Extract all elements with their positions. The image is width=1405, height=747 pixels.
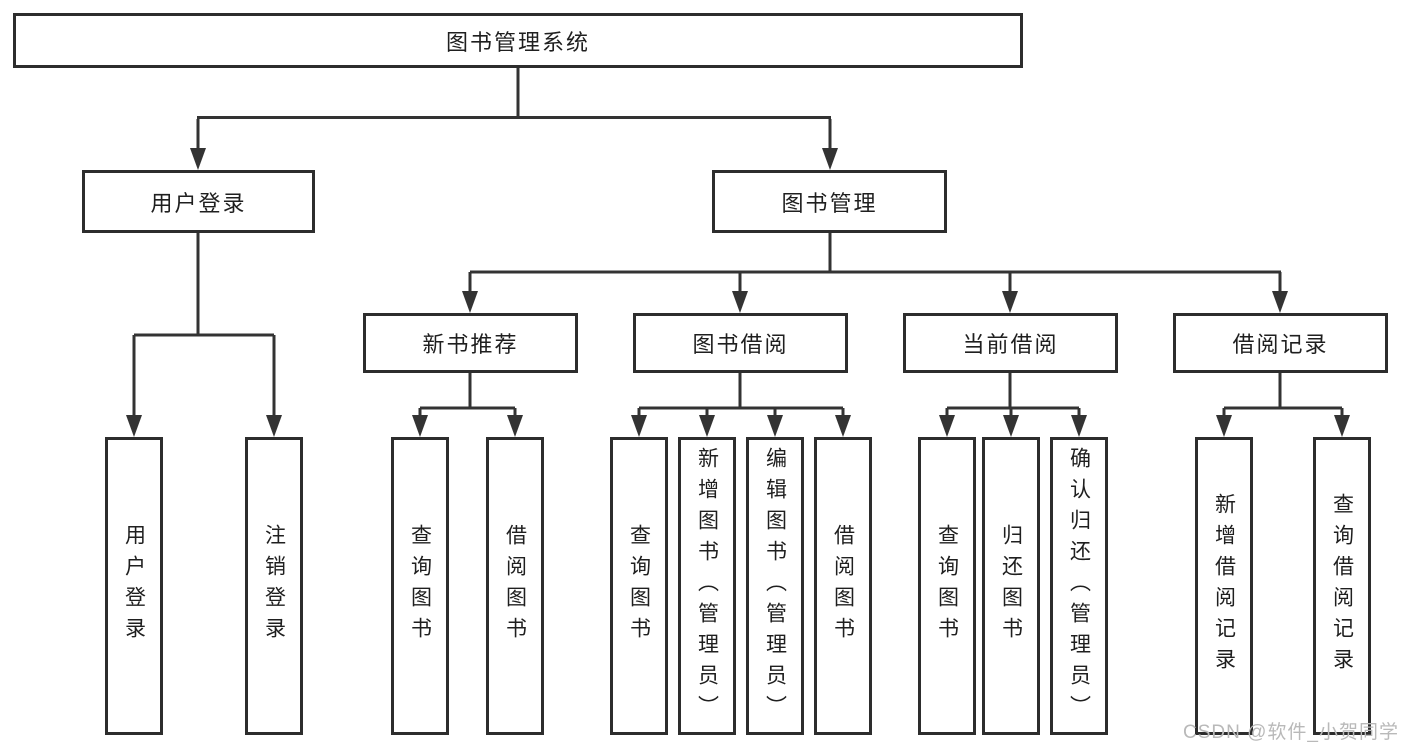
leaf-current-confirm-return-admin-label: 确认归还（管理员） [1067,446,1091,726]
node-book-management-label: 图书管理 [781,190,878,216]
node-root-label: 图书管理系统 [445,29,590,55]
leaf-newbook-query-books-label: 查询图书 [408,524,432,648]
leaf-newbook-borrow-books-label: 借阅图书 [503,524,527,648]
node-book-borrowing-label: 图书借阅 [692,332,789,357]
node-current-borrowing-label: 当前借阅 [962,332,1059,357]
leaf-current-return-books-label: 归还图书 [999,524,1023,648]
node-borrow-records: 借阅记录 [1173,313,1388,373]
node-book-borrowing: 图书借阅 [633,313,848,373]
leaf-newbook-query-books: 查询图书 [391,437,449,735]
leaf-borrowing-borrow-books-label: 借阅图书 [831,524,855,648]
node-root: 图书管理系统 [13,13,1023,68]
leaf-borrowing-query-books: 查询图书 [610,437,668,735]
leaf-logout: 注销登录 [245,437,303,735]
leaf-records-query-record: 查询借阅记录 [1313,437,1371,735]
leaf-borrowing-add-books-admin: 新增图书（管理员） [678,437,736,735]
leaf-borrowing-edit-books-admin: 编辑图书（管理员） [746,437,804,735]
leaf-current-confirm-return-admin: 确认归还（管理员） [1050,437,1108,735]
leaf-user-login-label: 用户登录 [122,524,146,648]
leaf-borrowing-query-books-label: 查询图书 [627,524,651,648]
leaf-borrowing-edit-books-admin-label: 编辑图书（管理员） [763,446,787,726]
node-user-login: 用户登录 [82,170,315,233]
node-current-borrowing: 当前借阅 [903,313,1118,373]
node-new-book-recommend-label: 新书推荐 [422,332,519,357]
arrowheads [126,148,1350,437]
leaf-newbook-borrow-books: 借阅图书 [486,437,544,735]
leaf-borrowing-borrow-books: 借阅图书 [814,437,872,735]
leaf-records-query-record-label: 查询借阅记录 [1330,493,1354,679]
watermark: CSDN @软件_小贺同学 [1183,722,1399,743]
leaf-user-login: 用户登录 [105,437,163,735]
node-book-management: 图书管理 [712,170,947,233]
leaf-current-return-books: 归还图书 [982,437,1040,735]
leaf-borrowing-add-books-admin-label: 新增图书（管理员） [695,446,719,726]
node-new-book-recommend: 新书推荐 [363,313,578,373]
leaf-records-add-record: 新增借阅记录 [1195,437,1253,735]
leaf-logout-label: 注销登录 [262,524,286,648]
leaf-current-query-books-label: 查询图书 [935,524,959,648]
node-borrow-records-label: 借阅记录 [1232,332,1329,357]
node-user-login-label: 用户登录 [150,190,247,216]
leaf-records-add-record-label: 新增借阅记录 [1212,493,1236,679]
leaf-current-query-books: 查询图书 [918,437,976,735]
